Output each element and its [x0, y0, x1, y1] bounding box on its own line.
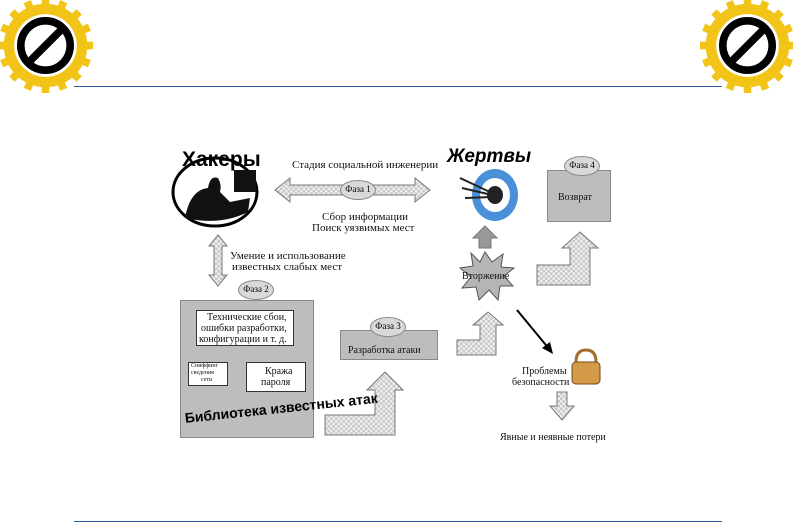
- social-stage-label: Стадия социальной инженерии: [292, 159, 439, 171]
- security-problems-1: Проблемы: [522, 366, 567, 377]
- password-theft-box: Кража пароля: [246, 362, 306, 392]
- phase2-badge: Фаза 2: [238, 280, 274, 300]
- footer-rule: [74, 521, 722, 522]
- no-entry-icon: [0, 0, 93, 93]
- phase1-desc-1: Сбор информации: [322, 211, 408, 223]
- tech-box: Технические сбои, ошибки разработки, кон…: [196, 310, 294, 346]
- return-panel: [547, 170, 611, 222]
- victims-title: Жертвы: [447, 146, 532, 167]
- diagram-arrows: [171, 156, 601, 436]
- phase1-badge: Фаза 1: [340, 180, 376, 200]
- vuln-use-1: Умение и использование: [230, 250, 346, 262]
- phase4-badge: Фаза 4: [564, 156, 600, 176]
- hackers-title: Хакеры: [182, 148, 261, 171]
- security-problems-2: безопасности: [512, 377, 570, 388]
- attack-dev-label: Разработка атаки: [348, 345, 421, 356]
- attack-diagram: Хакеры Жертвы Стадия социальной инженери…: [160, 140, 640, 450]
- intrusion-label: Вторжение: [462, 271, 510, 282]
- vuln-use-2: известных слабых мест: [232, 261, 343, 273]
- header-rule: [74, 86, 722, 87]
- sniffing-box: Сниффинг сведения сети: [188, 362, 228, 386]
- return-label: Возврат: [558, 192, 592, 203]
- losses-label: Явные и неявные потери: [500, 432, 606, 443]
- phase3-badge: Фаза 3: [370, 317, 406, 337]
- phase1-desc-2: Поиск уязвимых мест: [312, 222, 415, 234]
- no-entry-icon: [700, 0, 793, 93]
